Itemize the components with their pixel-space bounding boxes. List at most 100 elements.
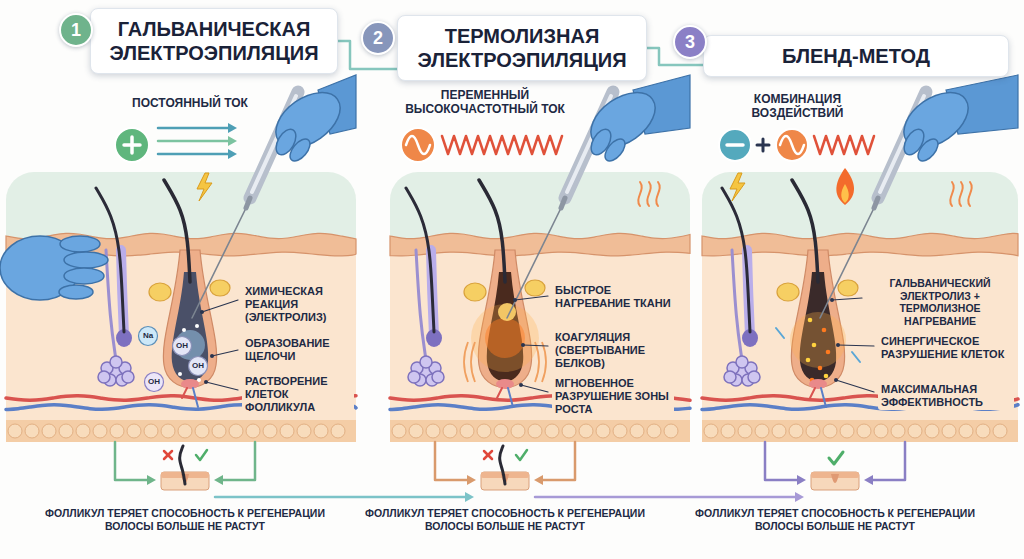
- result-arrow: [223, 442, 255, 480]
- current-type: ПЕРЕМЕННЫЙ ВЫСОКОЧАСТОТНЫЙ ТОК: [395, 88, 575, 117]
- heat-wave: [656, 182, 659, 206]
- fat-cell: [528, 424, 542, 438]
- arrow-head: [797, 475, 806, 485]
- current-arrow: [158, 140, 228, 143]
- ion-label: OH: [148, 378, 160, 386]
- fat-cell: [596, 424, 610, 438]
- method-title: ГАЛЬВАНИЧЕСКАЯ ЭЛЕКТРОЭПИЛЯЦИЯ: [90, 8, 338, 74]
- empty-follicle: [831, 474, 839, 483]
- ion-circle: [189, 357, 208, 376]
- bubble: [182, 328, 186, 332]
- callout: КОАГУЛЯЦИЯ (СВЕРТЫВАНИЕ БЕЛКОВ): [552, 330, 674, 372]
- step-number: 2: [361, 21, 395, 55]
- fat-cell: [144, 424, 158, 438]
- fat-cell: [195, 424, 209, 438]
- fat-cell: [562, 424, 576, 438]
- flame-core: [841, 184, 849, 203]
- spark: [822, 328, 827, 333]
- fat-cell: [857, 424, 871, 438]
- fat-cell: [25, 424, 39, 438]
- dermal-papilla: [496, 379, 514, 389]
- ion-label: OH: [192, 362, 204, 370]
- ion-flow: [852, 352, 860, 362]
- fat-cell: [823, 424, 837, 438]
- hypodermis: [702, 420, 1018, 442]
- hair-shaft: [792, 180, 818, 282]
- papilla-artery: [810, 388, 815, 398]
- flame-icon: [836, 168, 854, 205]
- step-number-text: 2: [373, 29, 383, 47]
- hair-shaft: [164, 180, 190, 282]
- result-arrow: [115, 442, 147, 480]
- arrow-head: [467, 475, 476, 485]
- sweat-duct: [106, 250, 116, 360]
- sweat-gland-coil: [736, 356, 748, 368]
- fat-cell: [976, 424, 990, 438]
- fat-cell: [127, 424, 141, 438]
- ac-badge: [401, 128, 435, 162]
- follicle-core: [172, 272, 208, 382]
- heat-wave: [959, 182, 962, 206]
- leader-line: [523, 345, 548, 346]
- current-type: КОМБИНАЦИЯ ВОЗДЕЙСТВИЙ: [735, 92, 860, 121]
- callout: БЫСТРОЕ НАГРЕВАНИЕ ТКАНИ: [552, 283, 674, 311]
- current-type: ПОСТОЯННЫЙ ТОК: [118, 96, 262, 110]
- leader-line: [832, 298, 862, 300]
- bubble: [178, 372, 182, 376]
- sweat-gland-coil: [408, 371, 420, 383]
- minus-sign: [727, 143, 743, 147]
- heat-glow: [471, 304, 539, 372]
- fat-cell: [409, 424, 423, 438]
- fat-cell: [721, 424, 735, 438]
- leader-line: [202, 300, 238, 312]
- papilla-artery: [497, 388, 502, 398]
- heat-arc: [542, 342, 546, 382]
- spark: [806, 358, 811, 363]
- ion-label: OH: [176, 342, 188, 350]
- step-number-text: 3: [685, 33, 695, 51]
- sebaceous-gland: [525, 280, 545, 296]
- arrow-head: [214, 475, 223, 485]
- arrow-head: [228, 149, 237, 159]
- sweat-gland-coil: [122, 371, 134, 383]
- hf-signal: [814, 136, 874, 154]
- arrow-head: [465, 492, 474, 502]
- method-title-text: ГАЛЬВАНИЧЕСКАЯ ЭЛЕКТРОЭПИЛЯЦИЯ: [103, 17, 325, 65]
- sweat-gland-coil: [110, 356, 122, 368]
- fat-cell: [59, 424, 73, 438]
- ac-badge: [776, 129, 808, 161]
- sweat-gland-coil: [748, 371, 760, 383]
- result-caption: ФОЛЛИКУЛ ТЕРЯЕТ СПОСОБНОСТЬ К РЕГЕНЕРАЦИ…: [25, 507, 345, 532]
- check-mark: [829, 452, 843, 464]
- callout: ХИМИЧЕСКАЯ РЕАКЦИЯ (ЭЛЕКТРОЛИЗ): [242, 284, 354, 326]
- method-title-text: ТЕРМОЛИЗНАЯ ЭЛЕКТРОЭПИЛЯЦИЯ: [410, 24, 634, 72]
- callout: ОБРАЗОВАНИЕ ЩЕЛОЧИ: [242, 336, 354, 364]
- spark: [824, 374, 829, 379]
- fat-cell: [806, 424, 820, 438]
- fat-cell: [891, 424, 905, 438]
- ion-circle: [173, 337, 192, 356]
- fat-cell: [76, 424, 90, 438]
- hypodermis: [390, 420, 690, 442]
- method-title: БЛЕНД-МЕТОД: [703, 35, 1009, 77]
- result-arrow: [873, 442, 905, 480]
- arrow-head: [228, 136, 237, 146]
- fat-cell: [613, 424, 627, 438]
- check-mark: [196, 450, 207, 460]
- sweat-gland-coil: [724, 371, 736, 383]
- heat-glow: [485, 318, 525, 358]
- fat-cell: [511, 424, 525, 438]
- ion-circle: [145, 373, 164, 392]
- fat-cell: [664, 424, 678, 438]
- sine-wave: [780, 136, 804, 154]
- fat-cell: [110, 424, 124, 438]
- fat-cell: [704, 424, 718, 438]
- handpiece-tip: [246, 198, 250, 208]
- spark: [808, 318, 813, 323]
- fat-cell: [297, 424, 311, 438]
- left-glove-finger: [64, 252, 108, 268]
- fat-cell: [494, 424, 508, 438]
- fat-cell: [925, 424, 939, 438]
- fat-cell: [93, 424, 107, 438]
